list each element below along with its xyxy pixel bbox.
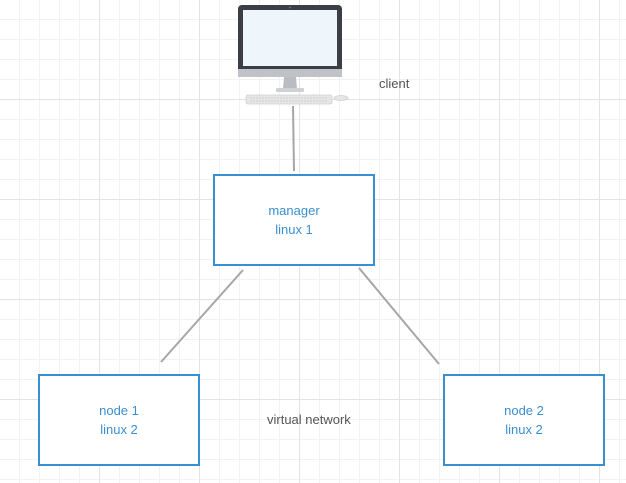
node1-node[interactable]: node 1 linux 2 (38, 374, 200, 466)
node2-os: linux 2 (505, 422, 543, 437)
manager-node[interactable]: manager linux 1 (213, 174, 375, 266)
node1-os: linux 2 (100, 422, 138, 437)
desktop-computer-icon[interactable] (236, 3, 352, 107)
edge-client-manager (292, 105, 295, 172)
node2-node[interactable]: node 2 linux 2 (443, 374, 605, 466)
manager-os: linux 1 (275, 222, 313, 237)
node1-name: node 1 (99, 403, 139, 418)
virtual-network-label: virtual network (267, 412, 351, 427)
manager-name: manager (268, 203, 320, 218)
client-label: client (379, 76, 410, 91)
edge-manager-node1 (160, 269, 244, 363)
node2-name: node 2 (504, 403, 544, 418)
edge-manager-node2 (358, 267, 440, 365)
